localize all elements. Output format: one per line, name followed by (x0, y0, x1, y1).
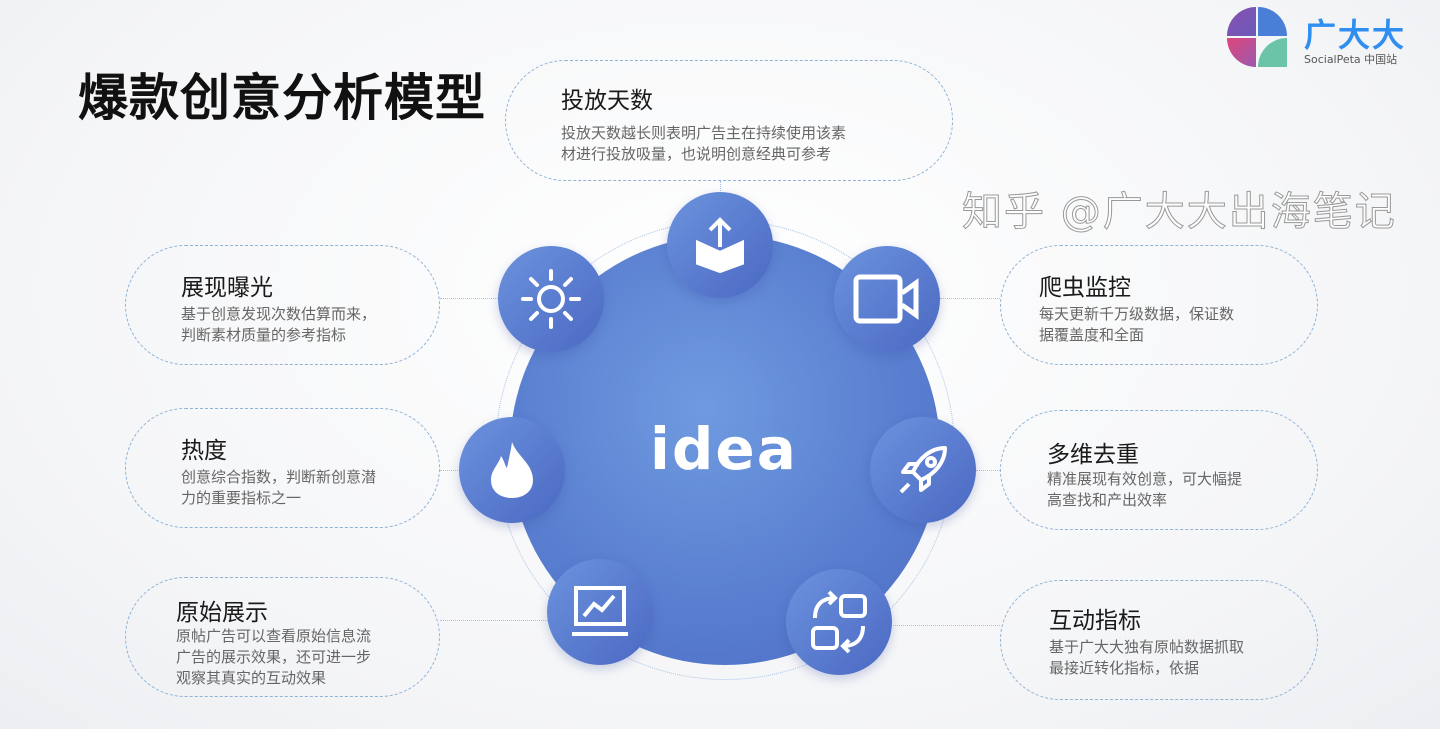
swap-icon (786, 569, 892, 675)
line-chart-icon (547, 559, 653, 665)
card-title: 多维去重 (1047, 442, 1139, 468)
card-title: 展现曝光 (181, 275, 273, 301)
watermark: 知乎 @广大大出海笔记 (962, 189, 1397, 236)
card-desc: 精准展现有效创意，可大幅提高查找和产出效率 (1047, 470, 1243, 509)
video-camera-icon (834, 246, 940, 352)
card-dedup: 多维去重 精准展现有效创意，可大幅提高查找和产出效率 (1000, 410, 1318, 530)
card-title: 投放天数 (561, 88, 653, 114)
logo-name: 广大大 (1304, 16, 1407, 54)
connector (440, 298, 500, 299)
card-desc: 原帖广告可以查看原始信息流广告的展示效果，还可进一步观察其真实的互动效果 (176, 627, 372, 687)
connector (890, 625, 1000, 626)
logo: 广大大 SocialPeta 中国站 (1226, 6, 1426, 68)
connector (976, 470, 1000, 471)
connector (440, 470, 460, 471)
logo-icon (1227, 7, 1287, 67)
card-desc: 投放天数越长则表明广告主在持续使用该素材进行投放吸量，也说明创意经典可参考 (561, 124, 847, 163)
connector (440, 620, 548, 621)
card-title: 原始展示 (176, 600, 268, 626)
flame-icon (459, 417, 565, 523)
box-upload-icon (667, 192, 773, 298)
card-interaction: 互动指标 基于广大大独有原帖数据抓取最接近转化指标，依据 (1000, 580, 1318, 700)
idea-label: idea (650, 415, 798, 483)
card-title: 爬虫监控 (1039, 275, 1131, 301)
card-title: 互动指标 (1049, 608, 1141, 634)
card-desc: 基于广大大独有原帖数据抓取最接近转化指标，依据 (1049, 638, 1245, 677)
card-original-display: 原始展示 原帖广告可以查看原始信息流广告的展示效果，还可进一步观察其真实的互动效… (125, 577, 440, 697)
rocket-icon (870, 417, 976, 523)
card-desc: 创意综合指数，判断新创意潜力的重要指标之一 (181, 468, 377, 507)
logo-subtitle: SocialPeta 中国站 (1304, 53, 1398, 66)
card-crawler-monitoring: 爬虫监控 每天更新千万级数据，保证数据覆盖度和全面 (1000, 245, 1318, 365)
card-desc: 每天更新千万级数据，保证数据覆盖度和全面 (1039, 305, 1235, 344)
page-title: 爆款创意分析模型 (78, 69, 486, 127)
card-title: 热度 (181, 438, 227, 464)
card-delivery-days: 投放天数 投放天数越长则表明广告主在持续使用该素材进行投放吸量，也说明创意经典可… (505, 60, 953, 181)
connector (720, 181, 721, 193)
card-exposure: 展现曝光 基于创意发现次数估算而来，判断素材质量的参考指标 (125, 245, 440, 365)
card-desc: 基于创意发现次数估算而来，判断素材质量的参考指标 (181, 305, 377, 344)
connector (940, 298, 1000, 299)
card-heat: 热度 创意综合指数，判断新创意潜力的重要指标之一 (125, 408, 440, 528)
sun-icon (498, 246, 604, 352)
